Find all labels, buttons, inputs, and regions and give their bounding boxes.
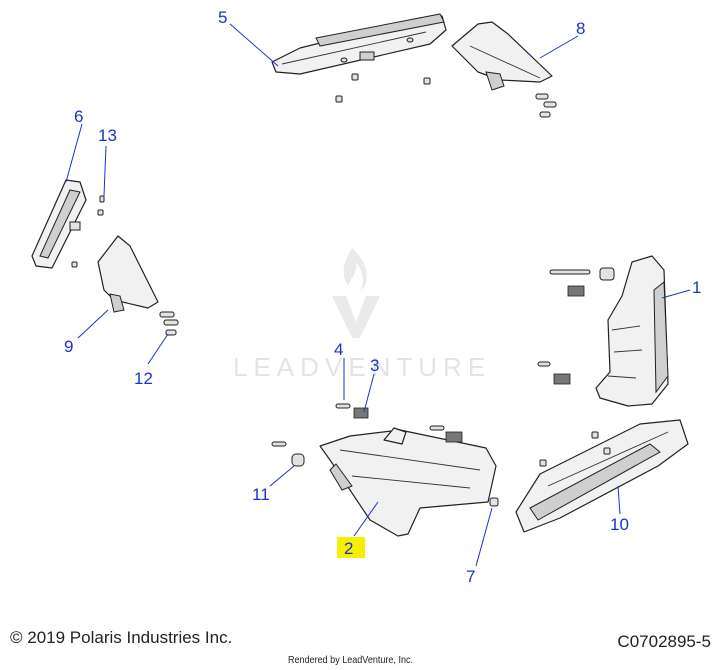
callout-12[interactable]: 12 — [134, 369, 153, 388]
part-10-lower-bar[interactable] — [515, 419, 689, 533]
callout-2[interactable]: 2 — [344, 539, 353, 558]
callout-1[interactable]: 1 — [692, 278, 701, 297]
callout-8[interactable]: 8 — [576, 19, 585, 38]
callout-7[interactable]: 7 — [466, 567, 475, 586]
part-5-light-bar[interactable] — [271, 13, 447, 103]
part-6-side-light[interactable] — [31, 179, 105, 269]
callout-13[interactable]: 13 — [98, 126, 117, 145]
callout-5[interactable]: 5 — [218, 8, 227, 27]
watermark-logo-icon — [332, 248, 380, 338]
part-1-side-panel[interactable] — [537, 255, 669, 407]
part-9-bracket[interactable] — [97, 235, 179, 336]
part-8-bracket[interactable] — [451, 21, 557, 118]
watermark: LEADVENTURE — [233, 248, 491, 382]
callout-6[interactable]: 6 — [74, 107, 83, 126]
callout-4[interactable]: 4 — [334, 340, 343, 359]
leader-lines — [65, 23, 691, 567]
callout-3[interactable]: 3 — [370, 356, 379, 375]
callout-11[interactable]: 11 — [252, 485, 270, 504]
watermark-text: LEADVENTURE — [233, 352, 491, 382]
callout-2-highlight — [337, 537, 365, 558]
callout-10[interactable]: 10 — [610, 515, 629, 534]
rendered-by-text: Rendered by LeadVenture, Inc. — [288, 654, 414, 666]
callout-labels: 1 2 3 4 5 6 7 8 9 10 11 12 13 — [64, 8, 701, 586]
part-2-front-panel[interactable] — [271, 403, 499, 537]
copyright-text: © 2019 Polaris Industries Inc. — [10, 628, 233, 647]
callout-9[interactable]: 9 — [64, 337, 73, 356]
diagram-code: C0702895-5 — [617, 632, 711, 651]
